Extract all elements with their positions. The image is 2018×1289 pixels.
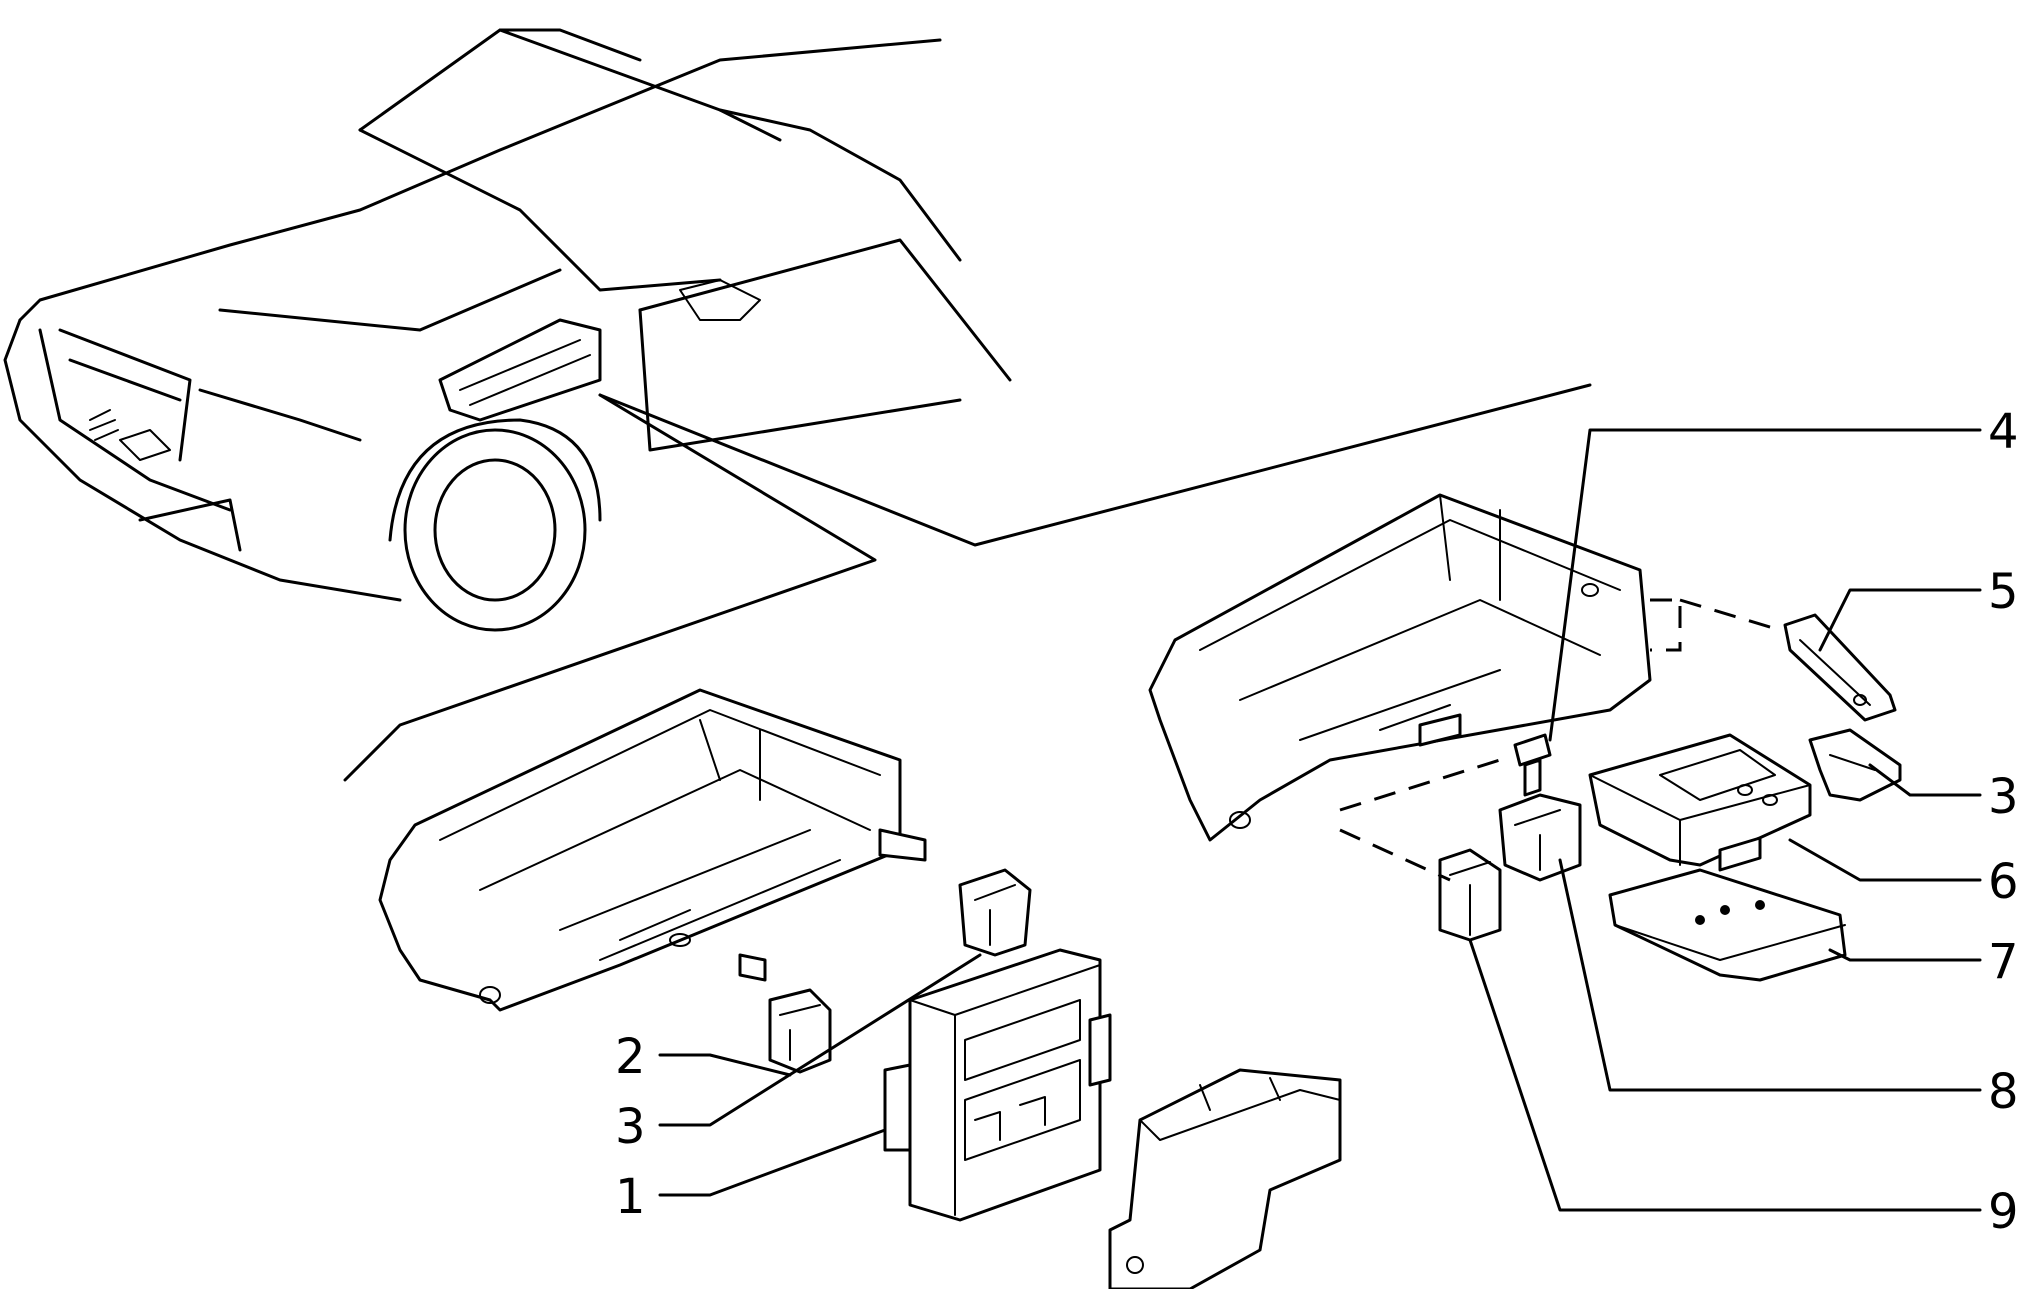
callout-3-right: 3: [1988, 769, 2018, 825]
callout-1: 1: [615, 1169, 646, 1225]
callout-labels: 4 5 3 6 7 8 9 2 3 1: [615, 404, 2018, 1240]
car-illustration: [3, 28, 1012, 632]
callout-6: 6: [1988, 854, 2018, 910]
part-4-bolt: [1513, 733, 1552, 797]
part-7-plate: [1608, 868, 1847, 982]
part-5-bracket: [1783, 613, 1897, 722]
callout-8: 8: [1988, 1064, 2018, 1120]
cover-housing: [1108, 1068, 1342, 1289]
part-3-clip-left: [958, 868, 1032, 957]
right-mounting-bracket: [1148, 493, 1652, 842]
part-6-control-module: [1588, 733, 1812, 872]
leader-lines: [343, 383, 1592, 782]
part-3-clip-right: [1808, 728, 1902, 802]
part-8-clip: [1498, 793, 1582, 882]
part-1-control-unit: [883, 948, 1112, 1222]
callout-leaders: [658, 428, 1982, 1212]
part-9-clip: [1438, 848, 1502, 942]
callout-3-left: 3: [615, 1099, 646, 1155]
left-mounting-bracket: [378, 688, 927, 1012]
callout-4: 4: [1988, 404, 2018, 460]
callout-7: 7: [1988, 934, 2018, 990]
callout-9: 9: [1988, 1184, 2018, 1240]
part-2-clip: [768, 988, 832, 1074]
callout-2: 2: [615, 1029, 646, 1085]
assembly-dash-lines: [1339, 598, 1781, 882]
callout-5: 5: [1988, 564, 2018, 620]
